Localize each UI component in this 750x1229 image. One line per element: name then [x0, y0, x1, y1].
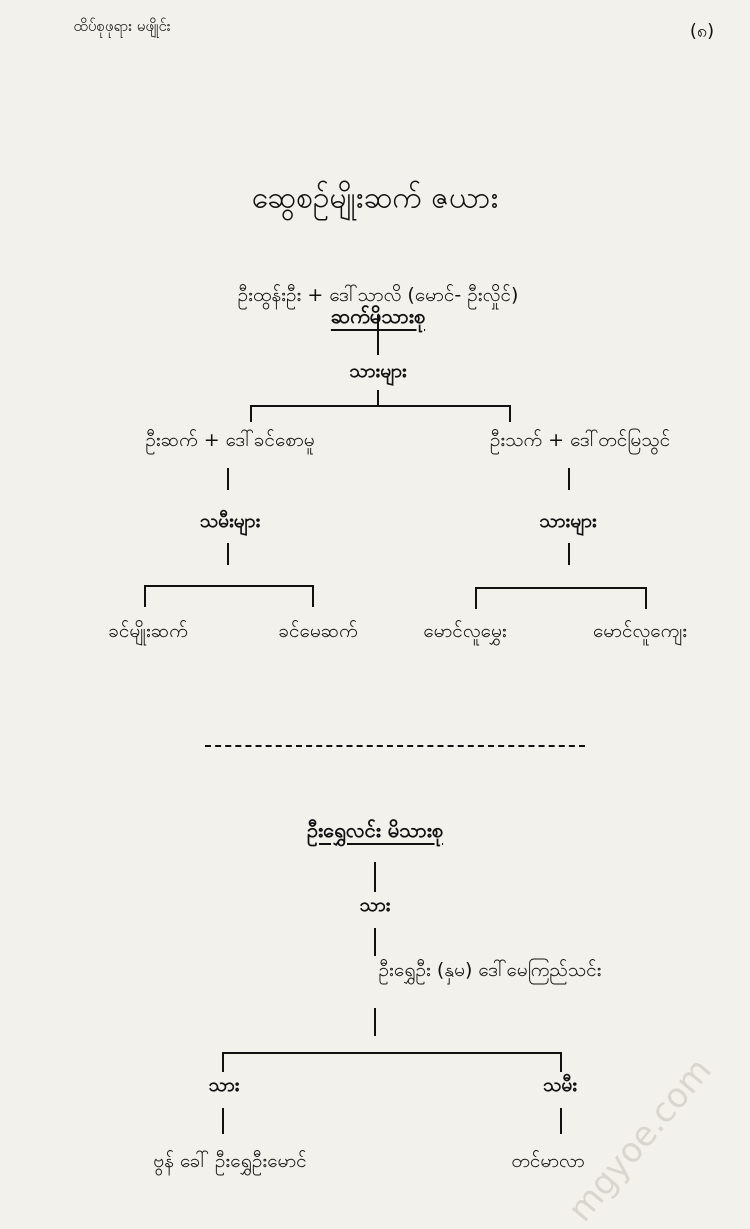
connector-line: [645, 587, 647, 609]
family2-right-label: သမီး: [542, 1074, 578, 1096]
family1-children-label: သားများ: [349, 360, 407, 382]
child-name: မောင်လူမွှေး: [423, 620, 507, 642]
right-children-label: သားများ: [539, 510, 597, 532]
family2-son-label: သား: [359, 894, 391, 916]
family2-couple: ဦးရွှေဦး (နှမ) ဒေါ်မေကြည်သင်း: [378, 959, 602, 981]
connector-line: [250, 405, 252, 422]
family2-left-label: သား: [208, 1074, 240, 1096]
child-name: ခင်မေဆက်: [278, 620, 358, 642]
child-name: မောင်လူကျေး: [592, 620, 688, 642]
connector-line: [560, 1108, 562, 1134]
connector-line: [377, 390, 379, 406]
running-title: ထိပ်စုဖုရား မဖျိုင်း: [73, 17, 171, 35]
family1-root-couple: ဦးထွန်းဦး + ဒေါ်သာလိ (မောင်- ဦးလှိုင်): [237, 284, 519, 306]
family2-right-name: တင်မာလာ: [511, 1150, 585, 1172]
connector-line: [475, 587, 647, 589]
connector-line: [222, 1108, 224, 1134]
connector-line: [374, 1008, 376, 1036]
connector-line: [475, 587, 477, 609]
left-couple: ဦးဆက် + ဒေါ်ခင်စောမူ: [145, 429, 315, 451]
connector-line: [560, 1052, 562, 1072]
left-children-label: သမီးများ: [199, 510, 261, 532]
page-title: ဆွေစဉ်မျိုးဆက် ဇယား: [251, 180, 499, 216]
connector-line: [144, 585, 146, 607]
watermark: mgyoe.com: [560, 1050, 720, 1229]
child-name: ခင်မျိုးဆက်: [108, 620, 188, 642]
connector-line: [312, 585, 314, 607]
connector-line: [227, 468, 229, 490]
connector-line: [509, 405, 511, 422]
connector-line: [222, 1052, 562, 1054]
connector-line: [568, 468, 570, 490]
connector-line: [377, 315, 379, 355]
connector-line: [222, 1052, 224, 1072]
connector-line: [144, 585, 314, 587]
family2-heading: ဦးရွှေလင်း မိသားစု: [306, 818, 444, 842]
section-divider: [205, 745, 585, 747]
connector-line: [227, 543, 229, 565]
right-couple: ဦးသက် + ဒေါ်တင်မြသွင်: [489, 429, 671, 451]
family2-left-name: ဗွန် ခေါ် ဦးရွှေဦးမောင်: [153, 1150, 307, 1172]
connector-line: [250, 405, 510, 407]
connector-line: [374, 928, 376, 956]
page-number: (၈): [689, 20, 715, 42]
connector-line: [374, 862, 376, 892]
connector-line: [568, 543, 570, 565]
